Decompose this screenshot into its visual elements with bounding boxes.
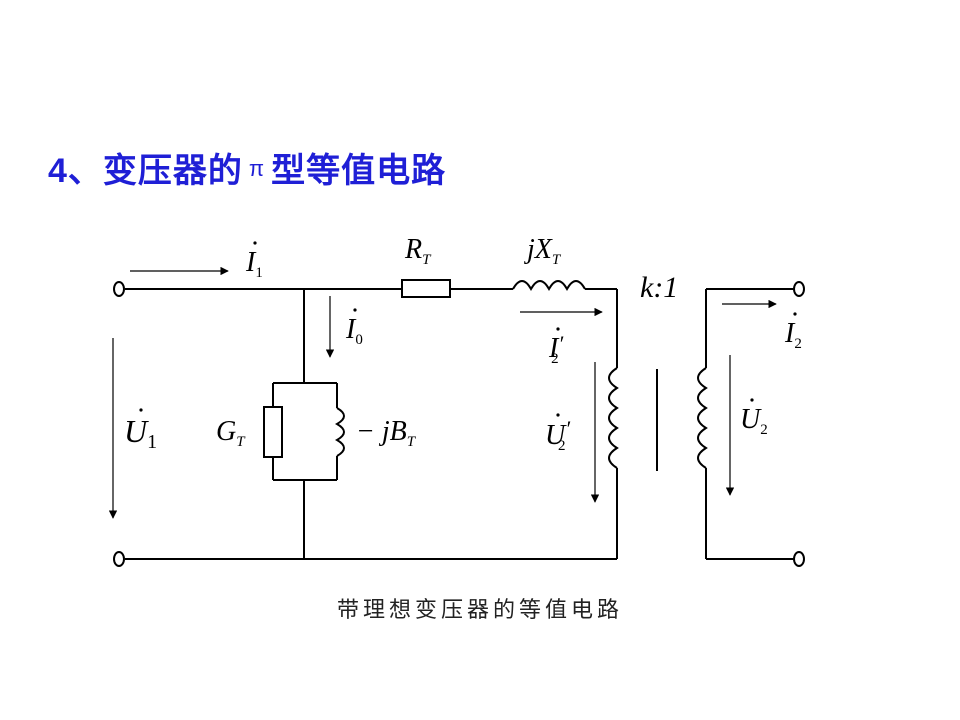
title-pi-symbol: π: [248, 156, 266, 181]
resistor-rt: [401, 279, 451, 298]
label-rt: RT: [404, 234, 432, 268]
label-i0: I0: [345, 314, 363, 348]
label-i2-prime: I′2: [548, 331, 564, 367]
phasor-dot-u2: [750, 398, 754, 402]
diagram-caption: 带理想变压器的等值电路: [336, 598, 623, 623]
phasor-dot-u2-prime: [556, 413, 560, 417]
label-i2: I2: [784, 318, 802, 352]
terminal-secondary-top: [793, 281, 805, 297]
susceptance-bt: [334, 407, 345, 457]
conductance-gt: [263, 406, 283, 458]
secondary-winding: [697, 367, 708, 469]
label-u2: U2: [740, 404, 768, 438]
phasor-dot-i2: [793, 312, 797, 316]
phasor-dot-i0: [353, 308, 357, 312]
label-turns-ratio: k:1: [640, 271, 678, 304]
title-part-a: 变压器的: [102, 152, 243, 190]
label-u2-prime: U′2: [545, 416, 571, 454]
label-gt: GT: [216, 416, 246, 450]
label-bt: − jBT: [356, 416, 417, 450]
label-u1: U1: [124, 413, 157, 453]
phasor-dot-i2-prime: [556, 327, 560, 331]
inductor-jxt: [512, 280, 586, 292]
label-jxt: jXT: [524, 234, 562, 268]
primary-winding: [608, 367, 619, 469]
title-number: 4、: [48, 152, 103, 190]
terminal-primary-top: [113, 281, 125, 297]
label-i1: I1: [245, 247, 263, 281]
terminal-secondary-bottom: [793, 551, 805, 567]
phasor-dot-u1: [139, 408, 143, 412]
phasor-dot-i1: [253, 241, 257, 245]
title-part-b: 型等值电路: [271, 152, 447, 190]
terminal-primary-bottom: [113, 551, 125, 567]
